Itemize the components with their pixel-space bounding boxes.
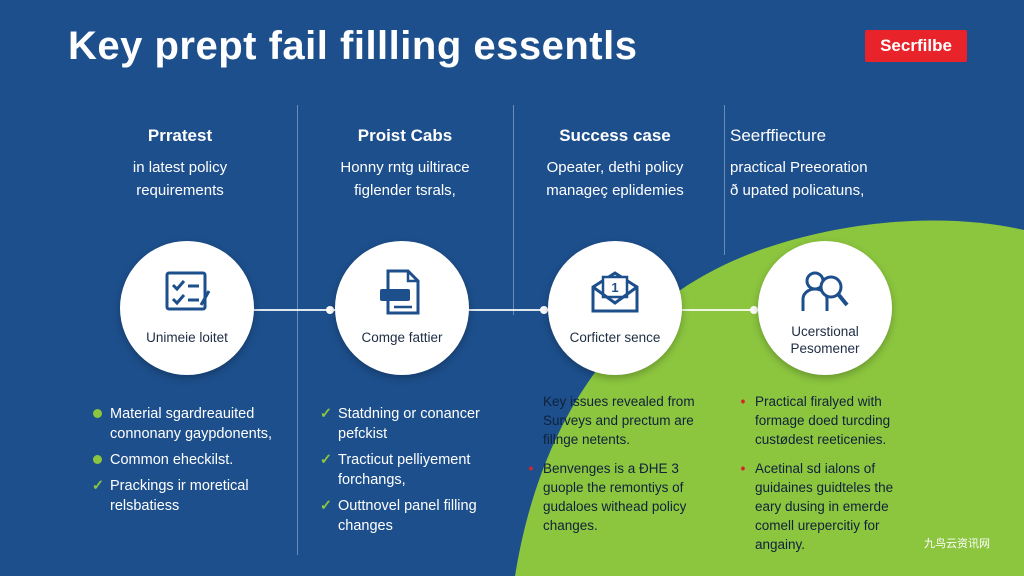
list-item: ✓ Outtnovel panel filling changes xyxy=(318,496,503,536)
connector-dot xyxy=(750,306,758,314)
step-list-2: ✓ Statdning or conancer pefckist ✓ Tractic… xyxy=(318,404,503,542)
subscribe-badge[interactable]: Secrfilbe xyxy=(865,30,967,62)
circle-label: Unimeie loitet xyxy=(146,330,228,345)
step-list-3: Key issues revealed from Surveys and pre… xyxy=(523,392,713,541)
connector-dot xyxy=(326,306,334,314)
list-item: Key issues revealed from Surveys and pre… xyxy=(523,392,713,449)
column-subtext: in latest policy xyxy=(132,159,228,176)
circle-label: Comge fattier xyxy=(361,330,443,345)
envelope-icon: 1 xyxy=(591,271,639,313)
list-item: • Acetinal sd ialons of guidaines guidtel… xyxy=(735,459,915,554)
checklist-icon xyxy=(165,271,211,311)
list-item-text: Practical firalyed with formage doed tur… xyxy=(755,394,891,447)
step-circle-4[interactable]: Ucerstional Pesomener xyxy=(758,241,892,375)
column-header-3: Success case Opeater, dethi policy manag… xyxy=(505,126,725,202)
list-item: ✓ Statdning or conancer pefckist xyxy=(318,404,503,444)
list-item-text: Benvenges is a ÐHE 3 guople the remontiy… xyxy=(543,461,687,533)
column-heading: Proist Cabs xyxy=(357,126,453,145)
step-circle-2[interactable]: Comge fattier xyxy=(335,241,469,375)
svg-text:1: 1 xyxy=(611,280,618,295)
watermark: 九鸟云资讯网 xyxy=(924,538,990,550)
column-header-2: Proist Cabs Honny rntg uiltirace figlend… xyxy=(295,126,515,202)
circle-label: Ucerstional Pesomener xyxy=(790,324,860,356)
list-item: • Practical firalyed with formage doed tu… xyxy=(735,392,915,449)
list-item: Common eheckilst. xyxy=(90,450,290,470)
check-icon: ✓ xyxy=(319,498,333,514)
list-item-text: Acetinal sd ialons of guidaines guidtele… xyxy=(755,461,894,552)
check-icon: ✓ xyxy=(319,452,333,468)
timeline-connector xyxy=(190,309,840,311)
document-icon xyxy=(380,269,420,315)
column-subtext: Honny rntg uiltirace xyxy=(340,159,470,176)
page-title: Key prept fail fillling essentls xyxy=(68,24,638,68)
circle-label: Corficter sence xyxy=(569,330,661,345)
column-subtext: Opeater, dethi policy xyxy=(546,159,684,176)
column-divider xyxy=(513,105,514,315)
step-circle-3[interactable]: 1 Corficter sence xyxy=(548,241,682,375)
connector-dot xyxy=(540,306,548,314)
bullet-dot-icon: • xyxy=(740,461,746,476)
column-divider xyxy=(297,105,298,555)
check-icon: ✓ xyxy=(319,406,333,422)
step-list-4: • Practical firalyed with formage doed tu… xyxy=(735,392,915,560)
column-subtext: practical Preeoration xyxy=(730,159,868,176)
column-subtext: requirements xyxy=(136,182,224,199)
column-heading: Success case xyxy=(559,126,671,145)
list-item-text: Prackings ir moretical relsbatiess xyxy=(110,478,249,514)
list-item: • Benvenges is a ÐHE 3 guople the remonti… xyxy=(523,459,713,535)
column-header-1: Prratest in latest policy requirements xyxy=(70,126,290,202)
list-item: Material sgardreauited connonany gaypdon… xyxy=(90,404,290,444)
list-item-text: Tracticut pelliyement forchangs, xyxy=(338,452,471,488)
column-divider xyxy=(724,105,725,255)
list-item-text: Outtnovel panel filling changes xyxy=(338,498,477,534)
column-subtext: manageç eplidemies xyxy=(546,182,684,199)
column-header-4: Seerffiecture practical Preeoration ð up… xyxy=(730,126,950,202)
list-item: ✓ Prackings ir moretical relsbatiess xyxy=(90,476,290,516)
bullet-dot-icon: • xyxy=(528,461,534,476)
magnifier-person-icon xyxy=(801,271,849,311)
column-subtext: ð upated policatuns, xyxy=(730,182,865,199)
list-item-text: Common eheckilst. xyxy=(110,452,234,468)
bullet-dot-icon: • xyxy=(740,394,746,409)
column-heading: Prratest xyxy=(147,126,213,145)
step-circle-1[interactable]: Unimeie loitet xyxy=(120,241,254,375)
list-item-text: Material sgardreauited connonany gaypdon… xyxy=(110,406,273,442)
list-item-text: Key issues revealed from Surveys and pre… xyxy=(543,394,695,447)
column-heading: Seerffiecture xyxy=(730,126,827,145)
column-subtext: figlender tsrals, xyxy=(354,182,456,199)
list-item: ✓ Tracticut pelliyement forchangs, xyxy=(318,450,503,490)
list-item-text: Statdning or conancer pefckist xyxy=(338,406,480,442)
check-icon: ✓ xyxy=(91,478,105,494)
step-list-1: Material sgardreauited connonany gaypdon… xyxy=(90,404,290,522)
